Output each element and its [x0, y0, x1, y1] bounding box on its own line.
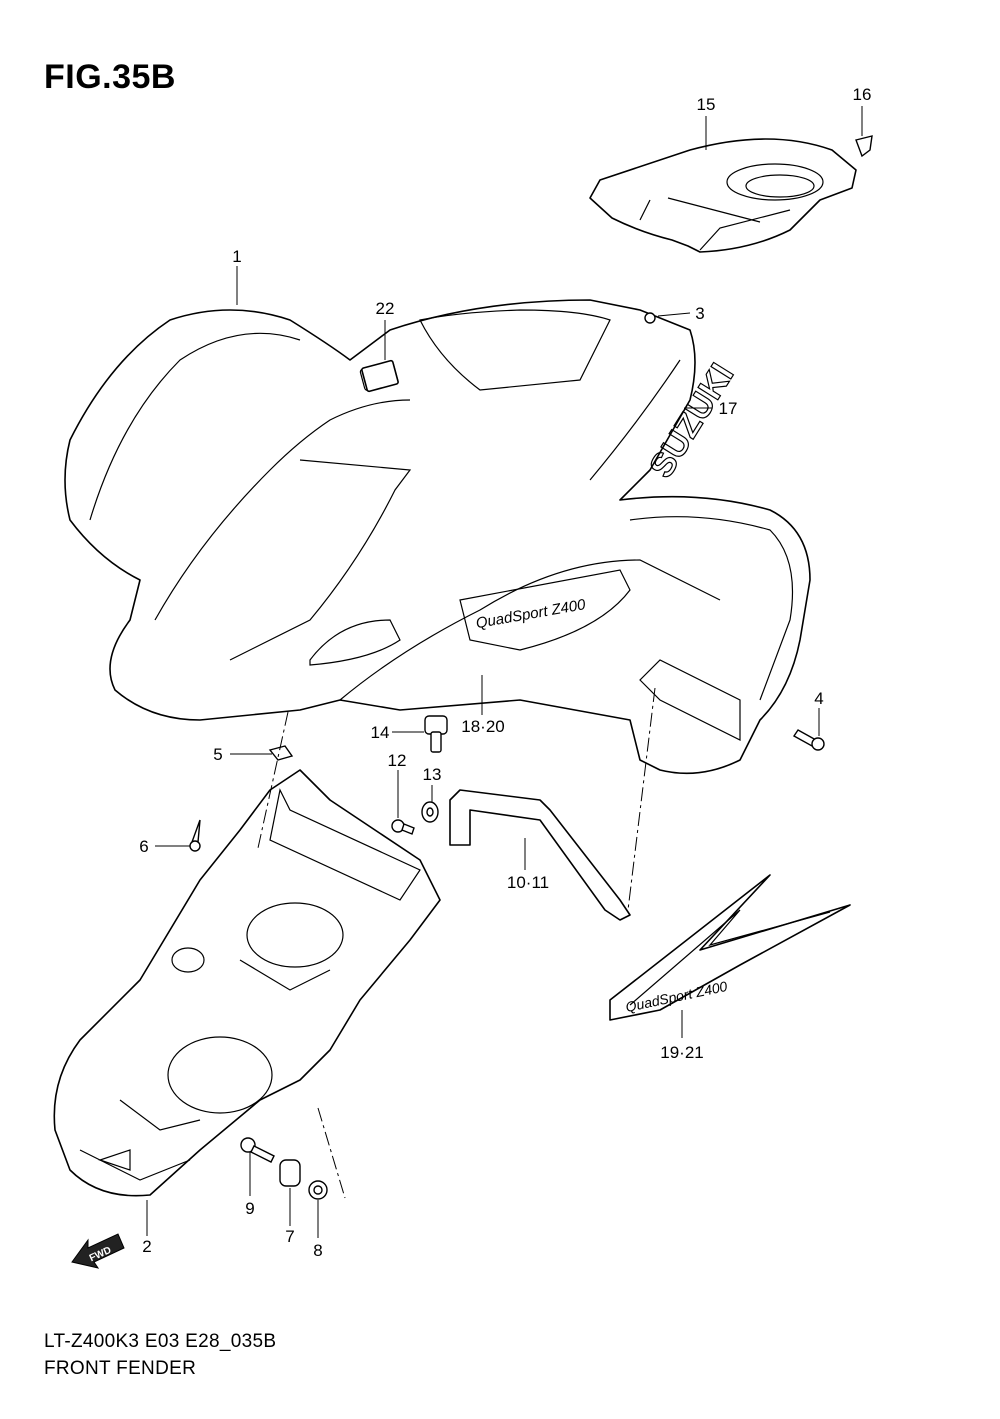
callout-2: 2	[142, 1237, 151, 1256]
callout-4: 4	[814, 689, 823, 708]
part-16-clip[interactable]	[855, 135, 873, 158]
callout-10-11: 10·11	[507, 873, 549, 892]
part-7-grommet[interactable]	[279, 1159, 301, 1187]
callout-13: 13	[423, 765, 442, 784]
callout-19-21: 19·21	[660, 1043, 703, 1062]
part-22-emblem[interactable]	[361, 359, 399, 393]
footer-section-name: FRONT FENDER	[44, 1358, 197, 1379]
callout-22: 22	[376, 299, 395, 318]
figure-title: FIG.35B	[44, 58, 176, 96]
callout-5: 5	[213, 745, 222, 764]
part-14-cushion[interactable]	[424, 715, 448, 753]
callout-18-20: 18·20	[461, 717, 504, 736]
callout-1: 1	[232, 247, 241, 266]
callout-8: 8	[313, 1241, 322, 1260]
part-2-inner-fender[interactable]	[53, 769, 441, 1197]
footer-model-code: LT-Z400K3 E03 E28_035B	[44, 1331, 277, 1352]
callout-9: 9	[245, 1199, 254, 1218]
fwd-arrow-icon: FWD	[71, 1233, 125, 1269]
part-4-bolt[interactable]	[792, 729, 825, 751]
callout-15: 15	[697, 95, 716, 114]
callout-7: 7	[285, 1227, 294, 1246]
part-1-front-fender[interactable]: SUZUKI QuadSport Z400	[64, 299, 811, 775]
part-12-bolt[interactable]	[391, 819, 415, 835]
callout-14: 14	[371, 723, 390, 742]
callout-17: 17	[719, 399, 738, 418]
part-5-nut[interactable]	[268, 745, 294, 761]
callout-12: 12	[388, 751, 407, 770]
part-3-screw[interactable]	[644, 312, 656, 324]
callout-3: 3	[695, 304, 704, 323]
callout-16: 16	[853, 85, 872, 104]
part-9-bolt[interactable]	[240, 1137, 275, 1163]
part-15-upper-cover[interactable]	[589, 138, 857, 253]
part-19-21-decal[interactable]: QuadSport Z400	[609, 874, 851, 1021]
leader-lines	[146, 106, 863, 1238]
callout-6: 6	[139, 837, 148, 856]
part-6-screw[interactable]	[189, 819, 201, 852]
part-13-washer[interactable]	[421, 801, 439, 823]
part-8-collar[interactable]	[308, 1180, 328, 1200]
part-10-11-bracket[interactable]	[449, 789, 631, 921]
